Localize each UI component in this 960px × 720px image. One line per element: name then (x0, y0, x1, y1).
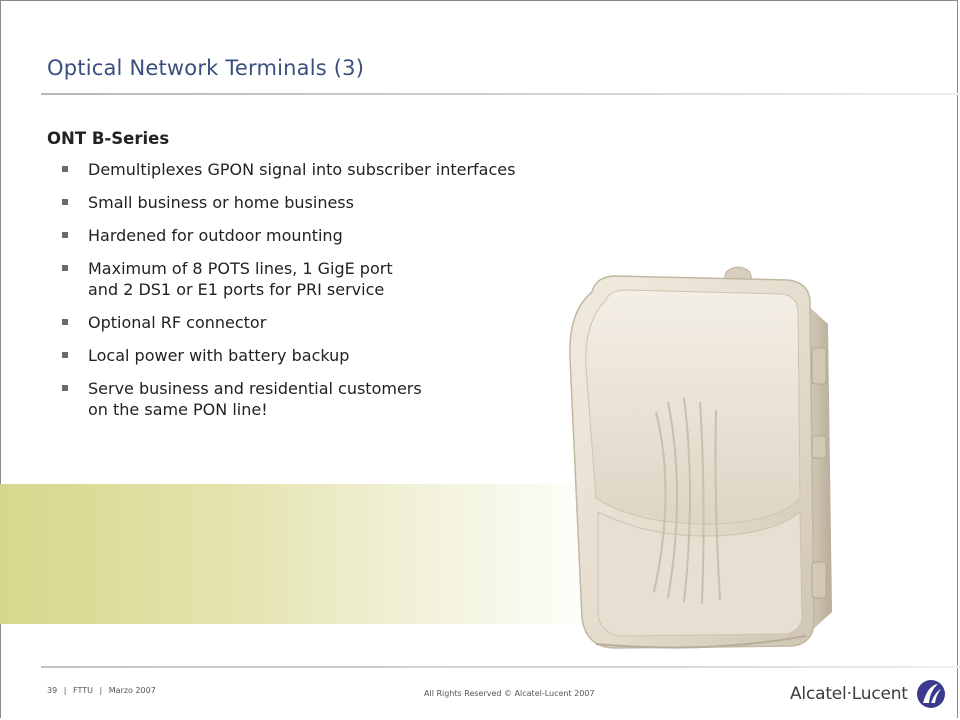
bullet-item: Serve business and residential customers… (62, 378, 622, 420)
title-divider (41, 93, 960, 95)
bullet-list: Demultiplexes GPON signal into subscribe… (62, 159, 622, 432)
footer-section: FTTU (72, 686, 93, 695)
bullet-item: Optional RF connector (62, 312, 622, 333)
bullet-text: Hardened for outdoor mounting (88, 226, 343, 245)
footer-date: Marzo 2007 (108, 686, 156, 695)
bullet-item: Maximum of 8 POTS lines, 1 GigE port and… (62, 258, 622, 300)
square-bullet-icon (62, 199, 68, 205)
bullet-text: Small business or home business (88, 193, 354, 212)
square-bullet-icon (62, 385, 68, 391)
bullet-item: Hardened for outdoor mounting (62, 225, 622, 246)
bullet-text-line-1: Maximum of 8 POTS lines, 1 GigE port (88, 259, 393, 278)
section-heading: ONT B-Series (47, 129, 170, 148)
copyright-notice: All Rights Reserved © Alcatel-Lucent 200… (424, 689, 595, 698)
bullet-text: Local power with battery backup (88, 346, 350, 365)
bullet-text-line-1: Serve business and residential customers (88, 379, 422, 398)
footer-separator: | (63, 686, 67, 695)
bullet-item: Local power with battery backup (62, 345, 622, 366)
footer-separator: | (99, 686, 103, 695)
square-bullet-icon (62, 232, 68, 238)
brand-lockup: Alcatel·Lucent (790, 678, 946, 710)
footer-divider (41, 666, 960, 668)
square-bullet-icon (62, 166, 68, 172)
slide-title: Optical Network Terminals (3) (47, 56, 365, 80)
bullet-text-line-2: and 2 DS1 or E1 ports for PRI service (88, 280, 385, 299)
bullet-item: Small business or home business (62, 192, 622, 213)
bullet-text: Demultiplexes GPON signal into subscribe… (88, 160, 516, 179)
brand-name: Alcatel·Lucent (790, 684, 908, 704)
alcatel-lucent-logo-icon (916, 680, 945, 708)
bullet-text-line-2: on the same PON line! (88, 400, 268, 419)
page-number: 39 (47, 686, 58, 695)
square-bullet-icon (62, 319, 68, 325)
square-bullet-icon (62, 352, 68, 358)
footer-meta: 39 | FTTU | Marzo 2007 (47, 686, 160, 695)
ont-enclosure-image (569, 266, 832, 649)
square-bullet-icon (62, 265, 68, 271)
bullet-text: Optional RF connector (88, 313, 267, 332)
bullet-item: Demultiplexes GPON signal into subscribe… (62, 159, 622, 180)
